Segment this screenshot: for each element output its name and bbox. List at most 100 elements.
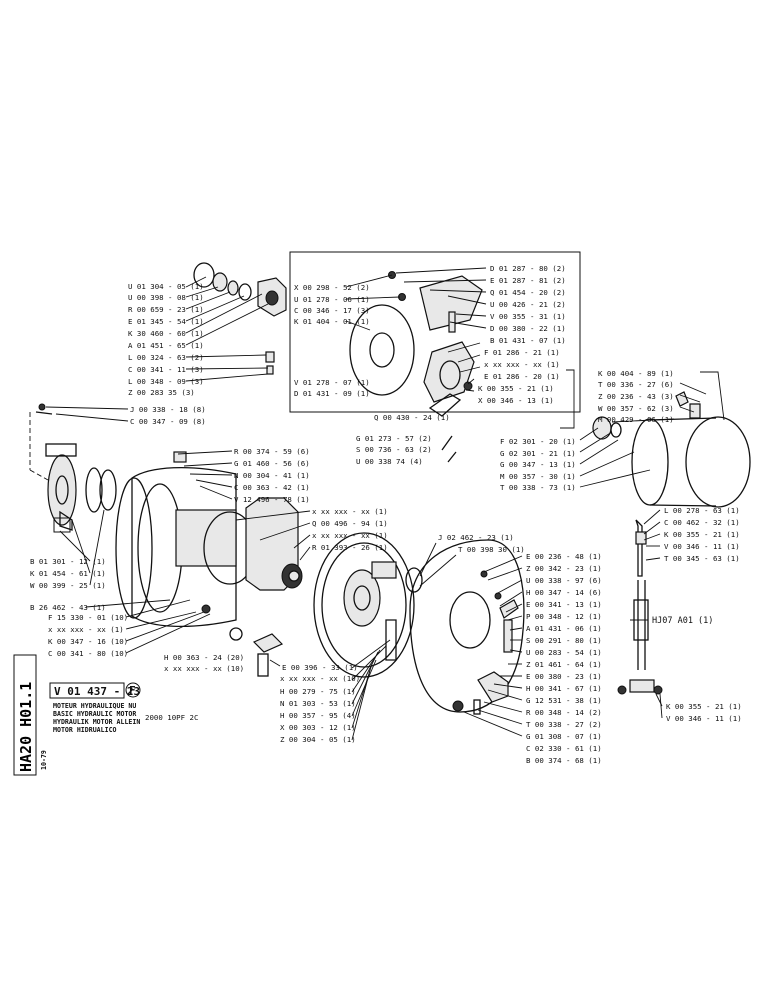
part-callout: K 01 454 - 61 (1)	[30, 569, 106, 578]
part-callout: E 01 286 - 20 (1)	[484, 372, 560, 381]
end-cover-callouts: E 00 236 - 48 (1) Z 00 342 - 23 (1) U 00…	[526, 552, 602, 765]
part-callout: E 00 236 - 48 (1)	[526, 552, 602, 561]
title-fr: MOTEUR HYDRAULIQUE NU	[53, 702, 136, 710]
part-callout: C 00 341 - 80 (10)	[48, 649, 128, 658]
part-callout: G 02 301 - 21 (1)	[500, 449, 576, 458]
ring-gear-group	[313, 532, 423, 678]
gear-callouts: J 02 462 - 23 (1) T 00 398 30 (1)	[438, 533, 525, 554]
part-callout: C 00 341 - 11 (3)	[128, 365, 204, 374]
part-callout: Z 01 461 - 64 (1)	[526, 660, 602, 669]
reference-box	[49, 682, 125, 699]
part-callout: K 00 355 - 21 (1)	[664, 530, 740, 539]
part-callout: K 00 355 - 21 (1)	[666, 702, 742, 711]
part-callout: V 00 355 - 31 (1)	[490, 312, 566, 321]
part-callout: M 00 429 - 06 (1)	[598, 415, 674, 424]
part-callout: Q 01 454 - 20 (2)	[490, 288, 566, 297]
part-callout: S 00 736 - 63 (2)	[356, 445, 432, 454]
part-callout: T 00 345 - 63 (1)	[664, 554, 740, 563]
bell-housing-group	[592, 391, 751, 508]
part-callout: M 00 357 - 30 (1)	[500, 472, 576, 481]
part-callout: x xx xxx - xx (10)	[280, 674, 360, 683]
part-callout: Z 00 283 35 (3)	[128, 388, 195, 397]
part-callout: E 01 287 - 81 (2)	[490, 276, 566, 285]
hose-group	[617, 519, 663, 695]
part-callout: T 00 336 - 27 (6)	[598, 380, 674, 389]
brake-assembly-label: Q 00 430 - 24 (1)	[374, 413, 450, 422]
part-callout: U 00 426 - 21 (2)	[490, 300, 566, 309]
part-callout: G 12 531 - 38 (1)	[526, 696, 602, 705]
title-es: MOTOR HIDRUALICO	[53, 726, 117, 734]
part-callout: H 00 347 - 14 (6)	[526, 588, 602, 597]
model-label: 2000 10PF 2C	[145, 713, 198, 722]
bottom-mid-callouts: E 00 396 - 33 (1) x xx xxx - xx (10) H 0…	[280, 663, 360, 744]
left-upper-callouts: J 00 338 - 18 (8) C 00 347 - 09 (8)	[130, 405, 206, 426]
part-callout: A 01 451 - 65 (1)	[128, 341, 204, 350]
part-callout: F 15 330 - 01 (10)	[48, 613, 128, 622]
part-callout: C 00 347 - 09 (8)	[130, 417, 206, 426]
part-callout: E 00 380 - 23 (1)	[526, 672, 602, 681]
top-right-callouts: K 00 404 - 89 (1) T 00 336 - 27 (6) Z 00…	[598, 369, 674, 424]
sheet-date: 10-79	[40, 750, 48, 770]
part-callout: B 00 374 - 68 (1)	[526, 756, 602, 765]
main-housing-group	[115, 451, 303, 677]
part-callout: N 00 304 - 41 (1)	[234, 471, 310, 480]
part-callout: U 01 278 - 06 (1)	[294, 295, 370, 304]
part-callout: K 00 347 - 16 (10)	[48, 637, 128, 646]
part-callout: x xx xxx - xx (1)	[484, 360, 560, 369]
part-callout: G 01 460 - 56 (6)	[234, 459, 310, 468]
part-callout: U 00 338 - 97 (6)	[526, 576, 602, 585]
top-left-callouts: U 01 304 - 05 (1) U 00 398 - 08 (1) R 00…	[128, 282, 204, 397]
center-right-callouts: x xx xxx - xx (1) Q 00 496 - 94 (1) x xx…	[312, 507, 388, 552]
part-callout: U 01 304 - 05 (1)	[128, 282, 204, 291]
part-callout: T 00 338 - 73 (1)	[500, 483, 576, 492]
part-callout: C 00 462 - 32 (1)	[664, 518, 740, 527]
part-callout: E 01 345 - 54 (1)	[128, 317, 204, 326]
part-callout: x xx xxx - xx (1)	[312, 507, 388, 516]
reference-letter-circle	[125, 682, 141, 698]
part-callout: H 00 363 - 24 (20)	[164, 653, 244, 662]
part-callout: B 01 301 - 12 (1)	[30, 557, 106, 566]
part-callout: X 00 298 - 52 (2)	[294, 283, 370, 292]
right-mid-callouts: F 02 301 - 20 (1) G 02 301 - 21 (1) G 00…	[500, 437, 576, 492]
leader-lines	[29, 267, 725, 741]
part-callout: S 00 291 - 80 (1)	[526, 636, 602, 645]
part-callout: K 30 460 - 60 (1)	[128, 329, 204, 338]
part-callout: W 00 399 - 25 (1)	[30, 581, 106, 590]
part-callout: U 00 283 - 54 (1)	[526, 648, 602, 657]
sheet-code-box	[13, 654, 37, 776]
part-callout: G 01 273 - 57 (2)	[356, 434, 432, 443]
part-callout: L 00 324 - 63 (2)	[128, 353, 204, 362]
part-callout: X 00 303 - 12 (1)	[280, 723, 356, 732]
part-callout: T 00 338 - 27 (2)	[526, 720, 602, 729]
parts-drawing	[29, 251, 751, 741]
part-callout: U 00 338 74 (4)	[356, 457, 423, 466]
sheet-code: HA20 H01.1	[17, 682, 35, 772]
part-callout: U 00 398 - 08 (1)	[128, 293, 204, 302]
part-callout: Q 00 496 - 94 (1)	[312, 519, 388, 528]
reference-letter: F	[129, 684, 136, 697]
part-callout: Z 00 342 - 23 (1)	[526, 564, 602, 573]
part-callout: J 00 338 - 18 (8)	[130, 405, 206, 414]
left-lower-callouts: B 01 301 - 12 (1) K 01 454 - 61 (1) W 00…	[30, 557, 106, 590]
part-callout: F 02 301 - 20 (1)	[500, 437, 576, 446]
part-callout: R 00 659 - 23 (1)	[128, 305, 204, 314]
part-callout: P 00 348 - 12 (1)	[526, 612, 602, 621]
part-callout: C 02 330 - 61 (1)	[526, 744, 602, 753]
lubricant-badge-icon	[53, 517, 71, 533]
below-box-callouts: G 01 273 - 57 (2) S 00 736 - 63 (2) U 00…	[356, 434, 432, 466]
part-callout: F 01 286 - 21 (1)	[484, 348, 560, 357]
part-callout: B 01 431 - 07 (1)	[490, 336, 566, 345]
part-callout: R 00 374 - 59 (6)	[234, 447, 310, 456]
title-block: HA20 H01.1 10-79 V 01 437 - 23 F MOTEUR …	[13, 654, 198, 776]
seal-bearing-group	[193, 262, 287, 375]
part-callout: x xx xxx - xx (10)	[164, 664, 244, 673]
brake-left-callouts: X 00 298 - 52 (2) U 01 278 - 06 (1) C 00…	[294, 283, 370, 398]
part-callout: V 01 278 - 07 (1)	[294, 378, 370, 387]
part-callout: V 00 346 - 11 (1)	[664, 542, 740, 551]
part-callout: V 12 496 - 78 (1)	[234, 495, 310, 504]
part-callout: H 00 279 - 75 (1)	[280, 687, 356, 696]
part-callout: J 02 462 - 23 (1)	[438, 533, 514, 542]
part-callout: x xx xxx - xx (1)	[312, 531, 388, 540]
part-callout: W 00 357 - 62 (3)	[598, 404, 674, 413]
